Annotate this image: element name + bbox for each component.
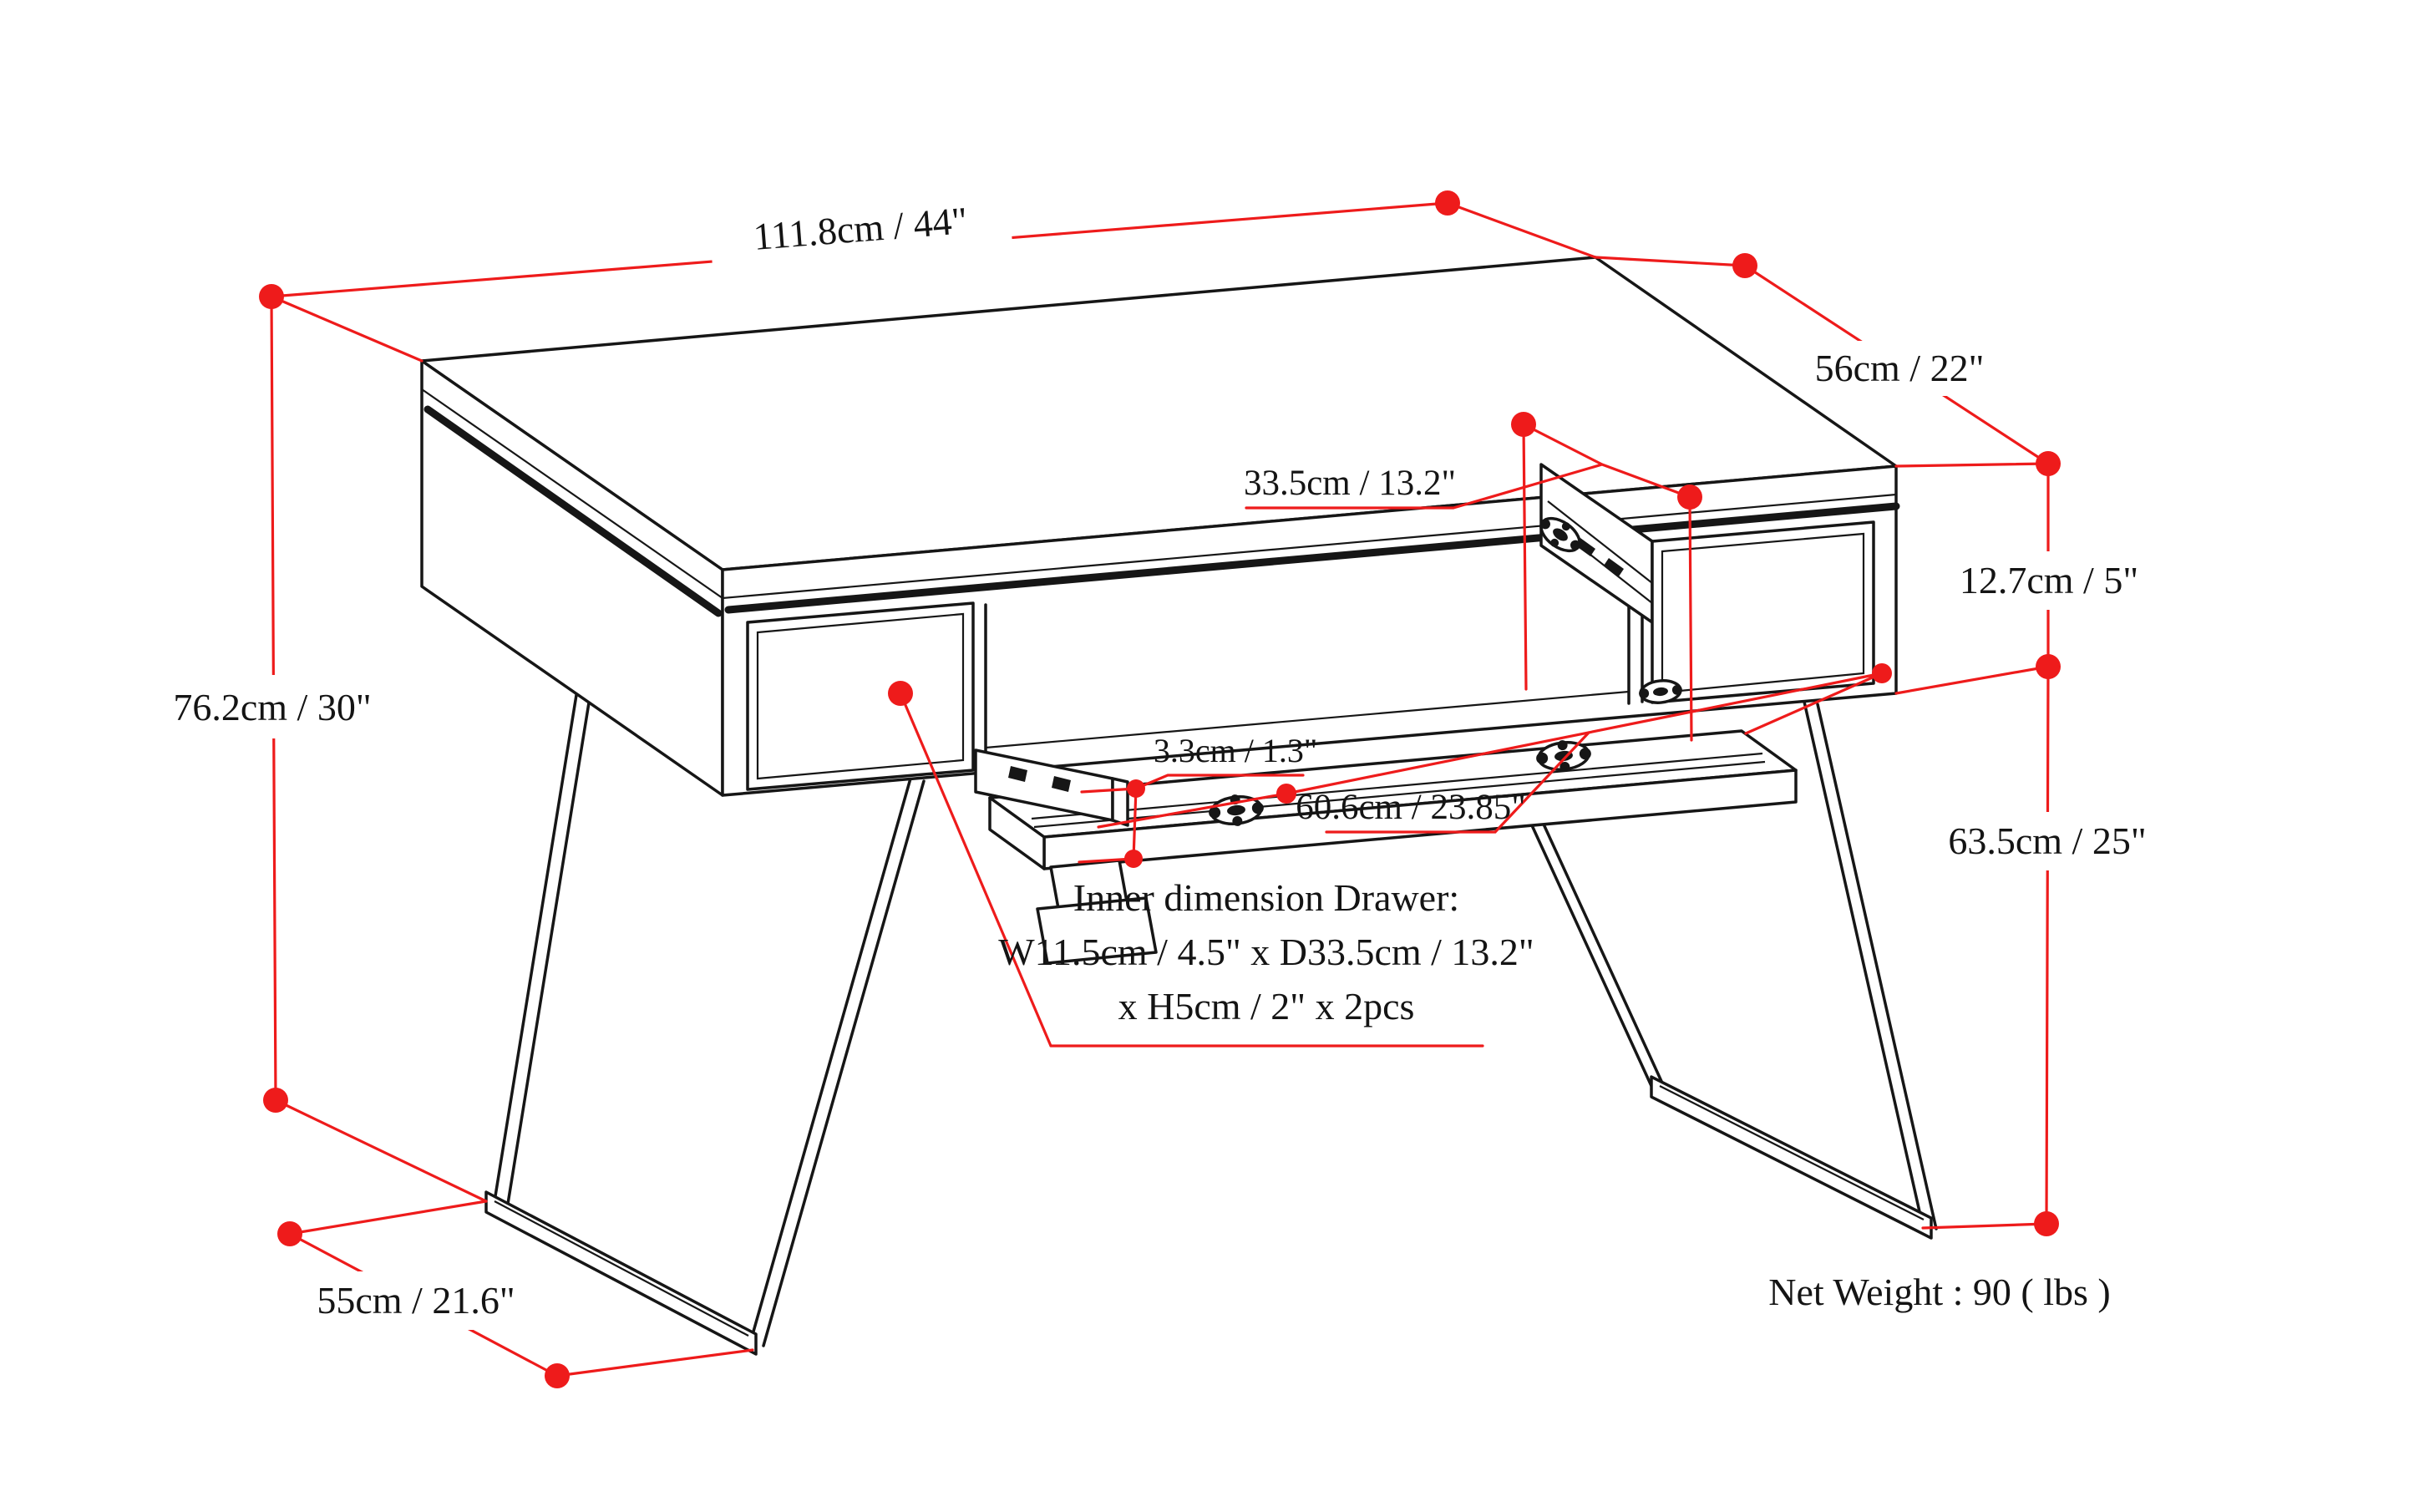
dimension-dots [259,190,2061,1388]
top-board-gap-shadow-left [423,405,723,617]
dim-dot [1872,663,1892,683]
open-drawer [1539,463,1875,704]
label-top-depth: 56cm / 22" [1815,347,1985,389]
label-gaps [185,188,2147,1330]
dim-tray-width-line [1097,672,1884,834]
right-leg-runner-top [1659,1085,1925,1220]
top-board-rim [421,388,1897,600]
dim-dot [1677,485,1702,510]
dim-dot [2036,654,2061,679]
label-apron-height: 12.7cm / 5" [1960,559,2138,601]
dim-dot [1732,253,1757,278]
dim-leg-clearance-line [1921,665,2050,1230]
left-drawer [746,601,975,791]
dim-dot [545,1363,570,1388]
tray-left-end [988,796,1046,870]
left-leg-back-strut [493,693,591,1205]
left-leg-front-strut [748,777,926,1347]
left-leg [484,693,926,1356]
keyboard-tray [988,729,1798,965]
left-drawer-face [746,601,975,791]
inner-drawer-note-line2: W11.5cm / 4.5" x D33.5cm / 13.2" [998,931,1534,973]
label-leg-base-depth: 55cm / 21.6" [317,1279,515,1322]
label-slide-height: 3.3cm / 1.3" [1154,732,1317,769]
open-drawer-face-inner [1661,532,1865,694]
dim-dot [263,1088,288,1113]
label-leg-clearance: 63.5cm / 25" [1948,819,2146,862]
left-leg-runner [484,1190,758,1356]
open-drawer-face [1651,520,1875,704]
dim-dot [2034,1211,2059,1236]
label-overall-height: 76.2cm / 30" [173,686,371,728]
dim-dot [1124,850,1143,868]
net-weight-label: Net Weight : 90 ( lbs ) [1768,1271,2110,1313]
inner-drawer-note: Inner dimension Drawer: W11.5cm / 4.5" x… [998,876,1534,1027]
dim-dot [2036,451,2061,476]
note-leader-line [899,692,1484,1048]
right-leg-front-strut [1803,700,1938,1230]
dim-dot [1276,784,1296,804]
dimension-labels: 111.8cm / 44" 76.2cm / 30" 55cm / 21.6" … [173,199,2146,1322]
tray-support-block-lower [1036,896,1158,965]
left-drawer-face-inner [756,612,965,780]
slide-hole [1604,558,1624,576]
label-tray-width: 60.6cm / 23.85" [1296,788,1526,827]
dim-dot [277,1221,302,1246]
cavity-floor-edge [985,690,1630,749]
dim-dot [888,681,913,706]
dim-drawer-depth-line [1245,423,1693,742]
glide-wheel-icon [1639,679,1682,704]
dim-dot [1435,190,1460,216]
dim-dot [259,284,284,309]
slide-bar-hole [1008,766,1027,782]
inner-drawer-note-line1: Inner dimension Drawer: [1073,876,1459,919]
slide-bar-hole [1052,776,1071,792]
right-leg-runner [1650,1075,1933,1240]
top-board-gap-shadow-front [724,502,1900,614]
desk-line-art [420,256,1938,1356]
left-leg-runner-top [494,1200,749,1337]
glide-wheel-icon [1539,516,1581,553]
inner-drawer-note-line3: x H5cm / 2" x 2pcs [1118,985,1415,1027]
label-drawer-depth: 33.5cm / 13.2" [1244,464,1456,503]
dim-dot [1127,779,1145,798]
dim-slide-height-line [1078,774,1305,864]
slide-bar-hook [1111,777,1129,827]
dim-dot [1511,412,1536,437]
